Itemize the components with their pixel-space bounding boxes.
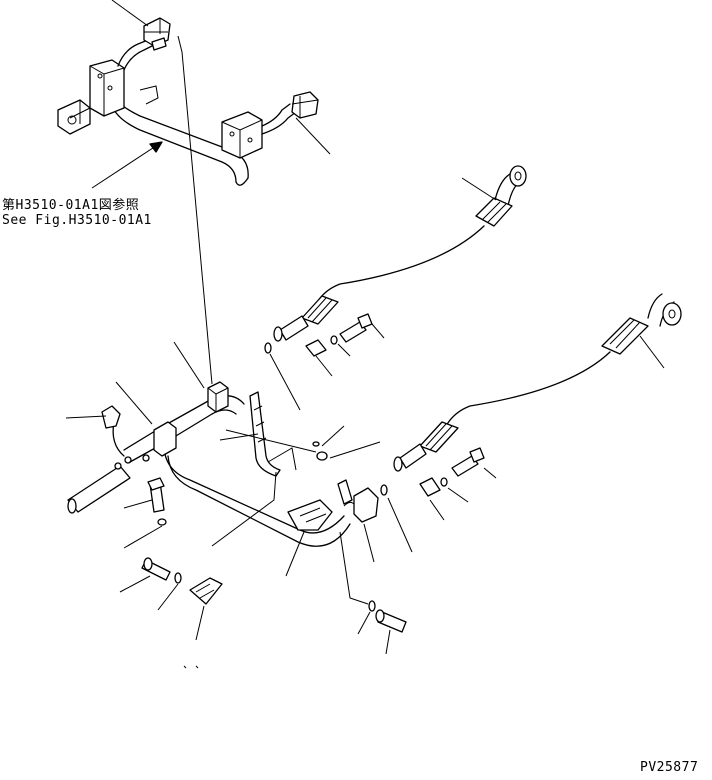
leader-lines — [65, 341, 391, 669]
hardware-set-lower — [380, 447, 497, 553]
hose-lower — [393, 293, 682, 472]
figure-id: PV25877 — [640, 760, 699, 775]
lower-tube-assembly — [67, 381, 379, 547]
reference-note-japanese: 第H3510-01A1図参照 — [2, 198, 140, 213]
hardware-set-upper — [264, 313, 385, 411]
hose-upper — [273, 165, 527, 342]
upper-valve-assembly — [57, 0, 331, 189]
reference-note-english: See Fig.H3510-01A1 — [2, 213, 152, 228]
lower-bracket-set — [141, 441, 407, 633]
